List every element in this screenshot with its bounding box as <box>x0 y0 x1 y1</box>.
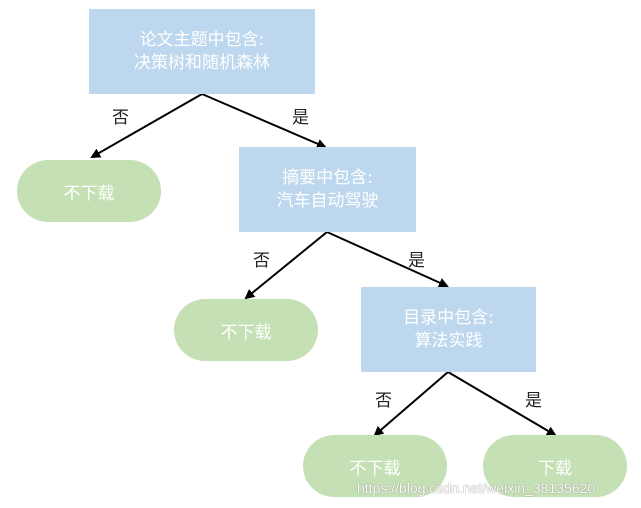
node3-condition-value: 算法实践 <box>414 330 483 351</box>
leaf-node-3: 不下载 <box>303 435 447 497</box>
leaf-node-3-label: 不下载 <box>349 458 401 479</box>
edge-node2-to-node3 <box>326 231 449 288</box>
edge-label-node3-no: 否 <box>375 391 392 411</box>
leaf-node-4: 下载 <box>483 435 627 497</box>
leaf-node-2-label: 不下载 <box>220 322 272 343</box>
watermark-text: https://blog.csdn.net/weixin_38135620 <box>357 480 596 496</box>
root-decision-node: 论文主题中包含: 决策树和随机森林 <box>89 9 315 94</box>
decision-node-2: 摘要中包含: 汽车自动驾驶 <box>239 147 416 232</box>
root-condition-value: 决策树和随机森林 <box>134 52 270 73</box>
edge-root-to-node2 <box>201 93 327 149</box>
node2-condition-value: 汽车自动驾驶 <box>276 190 379 211</box>
leaf-node-1: 不下载 <box>17 160 161 222</box>
edge-node2-to-leaf2 <box>244 231 328 300</box>
node2-condition-label: 摘要中包含: <box>282 167 373 188</box>
edge-root-to-leaf1 <box>90 93 203 158</box>
root-condition-label: 论文主题中包含: <box>139 29 265 50</box>
edge-label-node2-no: 否 <box>253 251 270 271</box>
leaf-node-2: 不下载 <box>174 299 318 361</box>
edge-label-node2-yes: 是 <box>408 251 425 271</box>
edge-node3-to-leaf4 <box>447 371 557 437</box>
leaf-node-1-label: 不下载 <box>63 183 115 204</box>
leaf-node-4-label: 下载 <box>538 458 572 479</box>
edge-label-node3-yes: 是 <box>525 391 542 411</box>
node3-condition-label: 目录中包含: <box>403 307 494 328</box>
decision-node-3: 目录中包含: 算法实践 <box>361 287 536 372</box>
edge-label-root-no: 否 <box>112 108 129 128</box>
edge-node3-to-leaf3 <box>373 371 449 437</box>
edge-label-root-yes: 是 <box>292 108 309 128</box>
